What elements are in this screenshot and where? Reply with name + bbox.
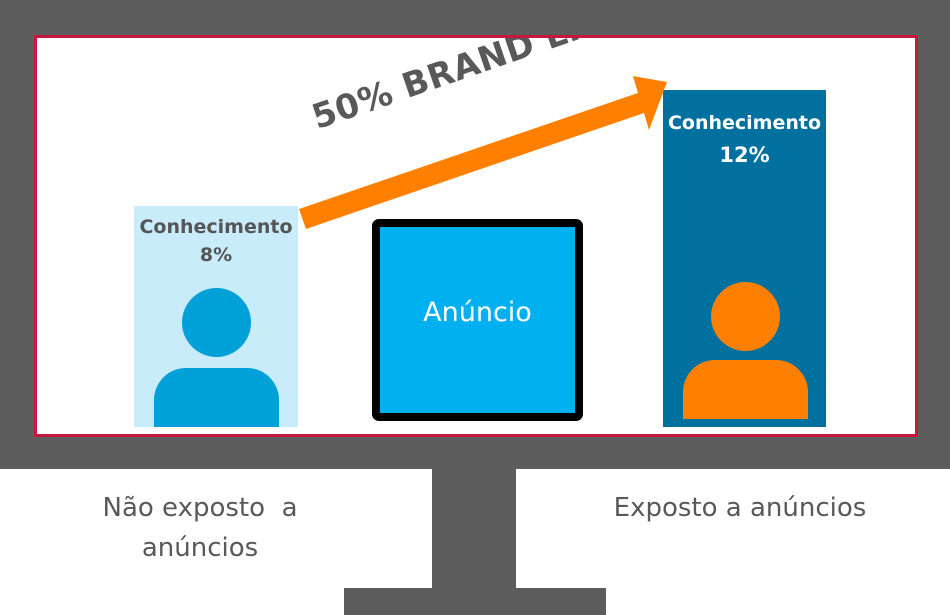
unexposed-awareness-value: 8% bbox=[199, 244, 233, 266]
exposed-awareness-label: Conhecimento bbox=[667, 112, 822, 134]
exposed-person-icon bbox=[683, 282, 808, 419]
person-torso bbox=[683, 360, 808, 419]
arrow-shape bbox=[299, 76, 667, 229]
monitor-stand-neck bbox=[432, 469, 516, 589]
exposed-panel: Conhecimento 12% bbox=[663, 90, 826, 427]
ad-box: Anúncio bbox=[372, 219, 583, 421]
monitor-stand-base bbox=[344, 588, 606, 615]
monitor-screen: Conhecimento 8% Anúncio Conhecimento 12% bbox=[34, 35, 918, 437]
ad-label: Anúncio bbox=[423, 297, 532, 328]
person-head bbox=[182, 288, 251, 357]
person-torso bbox=[154, 368, 279, 427]
unexposed-caption-line2: anúncios bbox=[141, 533, 259, 563]
unexposed-person-icon bbox=[154, 288, 279, 427]
ad-frame: Anúncio bbox=[377, 224, 578, 416]
person-head bbox=[711, 282, 780, 351]
unexposed-awareness-label: Conhecimento bbox=[139, 216, 293, 238]
unexposed-caption: Não exposto a anúncios bbox=[60, 488, 340, 568]
exposed-awareness-value: 12% bbox=[719, 143, 770, 167]
brand-lift-arrow-icon bbox=[299, 76, 667, 229]
unexposed-panel: Conhecimento 8% bbox=[134, 206, 298, 427]
unexposed-caption-line1: Não exposto a bbox=[102, 493, 298, 523]
exposed-caption: Exposto a anúncios bbox=[613, 493, 867, 523]
